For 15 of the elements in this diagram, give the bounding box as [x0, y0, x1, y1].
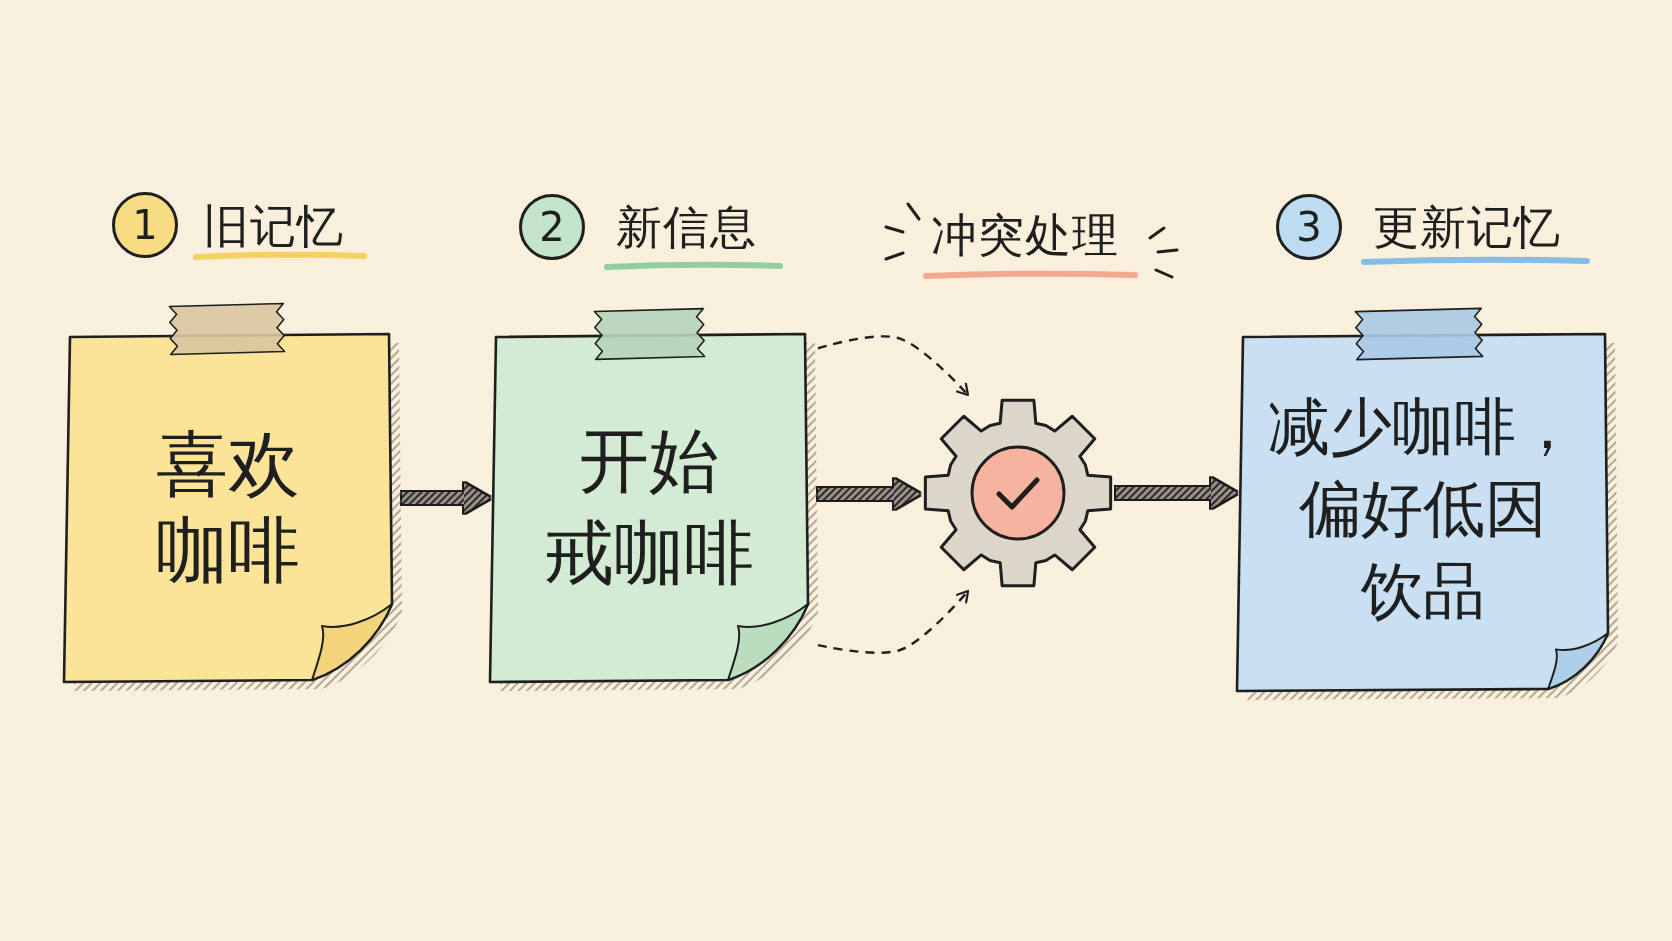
step-heading: 旧记忆	[203, 198, 344, 254]
note-text: 开始戒咖啡	[544, 419, 754, 596]
step-heading: 更新记忆	[1373, 199, 1561, 255]
dashed-arrow	[817, 589, 970, 654]
note-text: 喜欢咖啡	[156, 421, 300, 593]
step-number: 2	[519, 194, 585, 260]
note-text: 减少咖啡，偏好低因饮品	[1267, 389, 1578, 629]
step-number: 1	[112, 192, 178, 258]
arrow	[817, 479, 920, 509]
step-number: 3	[1276, 194, 1342, 260]
dashed-arrow	[817, 335, 970, 397]
step-heading: 冲突处理	[931, 207, 1119, 263]
step-heading: 新信息	[616, 199, 757, 255]
arrow	[1116, 477, 1237, 508]
arrow	[402, 482, 490, 513]
